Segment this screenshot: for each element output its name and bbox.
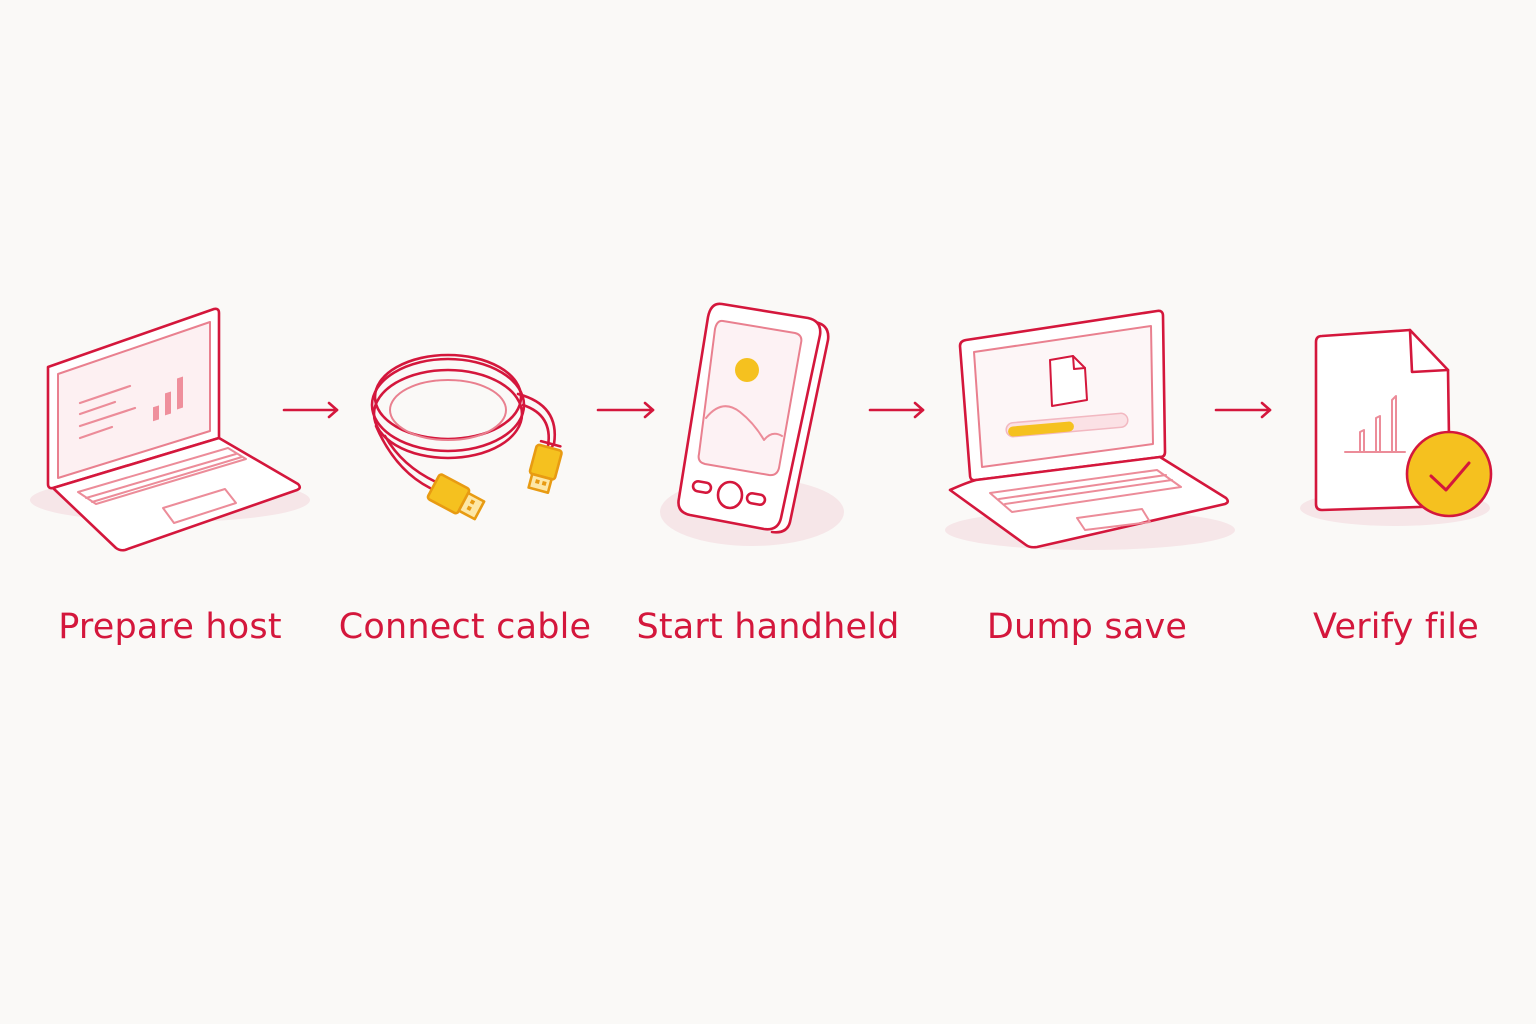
- usb-cable-icon: [370, 353, 563, 521]
- arrow-right-icon: [868, 401, 925, 419]
- step-label-connect-cable: Connect cable: [338, 607, 592, 647]
- step-label-prepare-host: Prepare host: [58, 607, 282, 647]
- step-label-dump-save: Dump save: [986, 607, 1188, 647]
- handheld-device-icon: [660, 302, 844, 546]
- file-verified-icon: [1300, 328, 1493, 526]
- laptop-download-icon: [945, 309, 1235, 550]
- arrow-right-icon: [1214, 401, 1272, 419]
- arrow-right-icon: [596, 401, 655, 419]
- step-label-verify-file: Verify file: [1313, 607, 1479, 647]
- arrow-right-icon: [282, 401, 339, 419]
- step-label-start-handheld: Start handheld: [636, 607, 900, 647]
- laptop-analytics-icon: [30, 307, 310, 552]
